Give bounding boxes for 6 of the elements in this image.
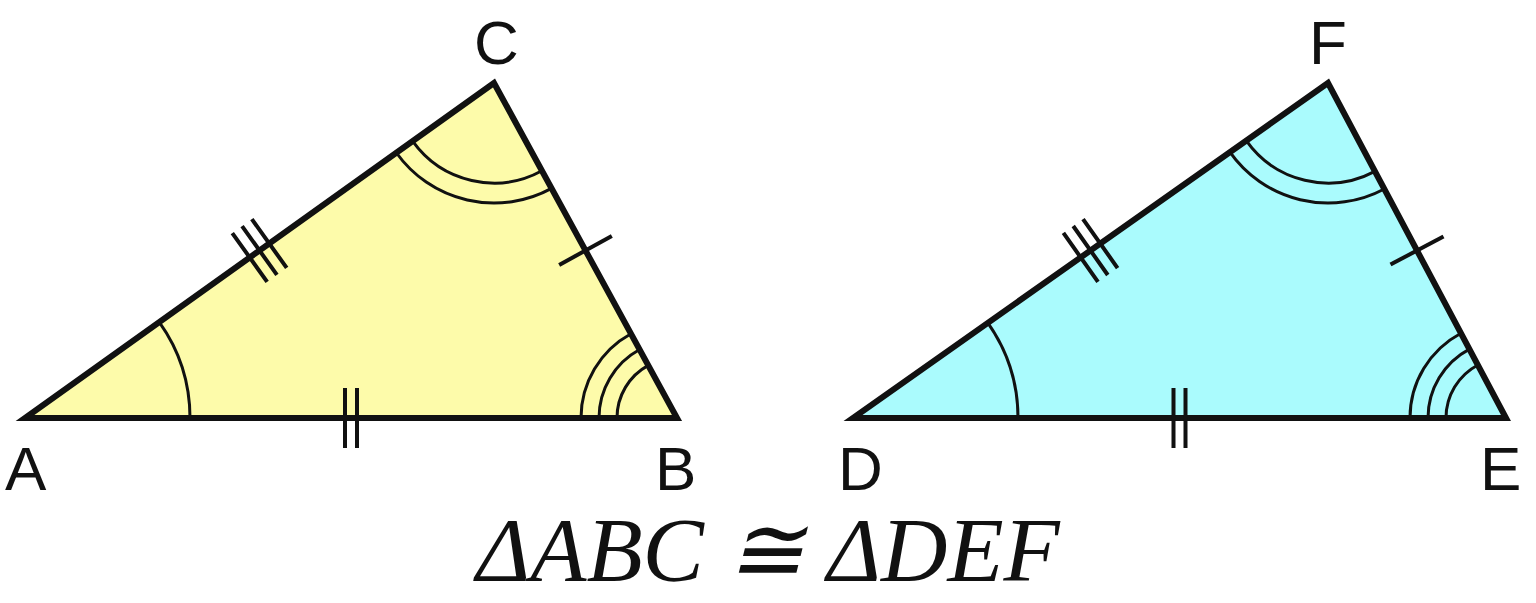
vertex-label: A <box>5 438 47 500</box>
vertex-label: F <box>1309 12 1347 74</box>
vertex-label: D <box>838 438 883 500</box>
vertex-label: B <box>655 438 697 500</box>
vertex-label: C <box>474 12 519 74</box>
vertex-label: E <box>1480 438 1522 500</box>
